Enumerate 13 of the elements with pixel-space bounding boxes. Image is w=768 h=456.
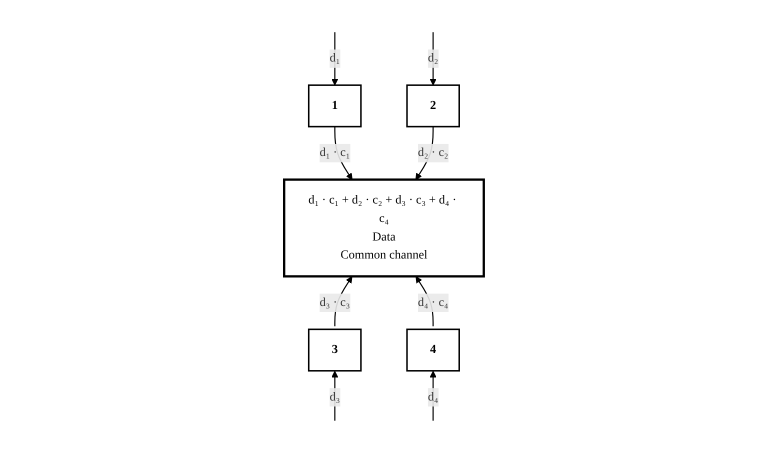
edge-label: d₃ · c₃ [320, 296, 350, 310]
edge-label: d₂ [428, 52, 438, 65]
edge-label: d₂ · c₂ [418, 146, 448, 160]
edge-label: d₄ [428, 390, 438, 404]
node-box: d₁ · c₁ + d₂ · c₂ + d₃ · c₃ + d₄ · c₄ Data Common channel [283, 178, 485, 278]
edge-label: d₄ · c₄ [418, 296, 448, 310]
edge-label: d₃ [330, 390, 340, 404]
edge-label: d₁ · c₁ [320, 146, 350, 160]
node-box: 2 [406, 84, 460, 128]
node-box: 4 [406, 328, 460, 372]
edge-label: d₁ [330, 52, 340, 65]
node-box: 3 [308, 328, 362, 372]
node-box: 1 [308, 84, 362, 128]
